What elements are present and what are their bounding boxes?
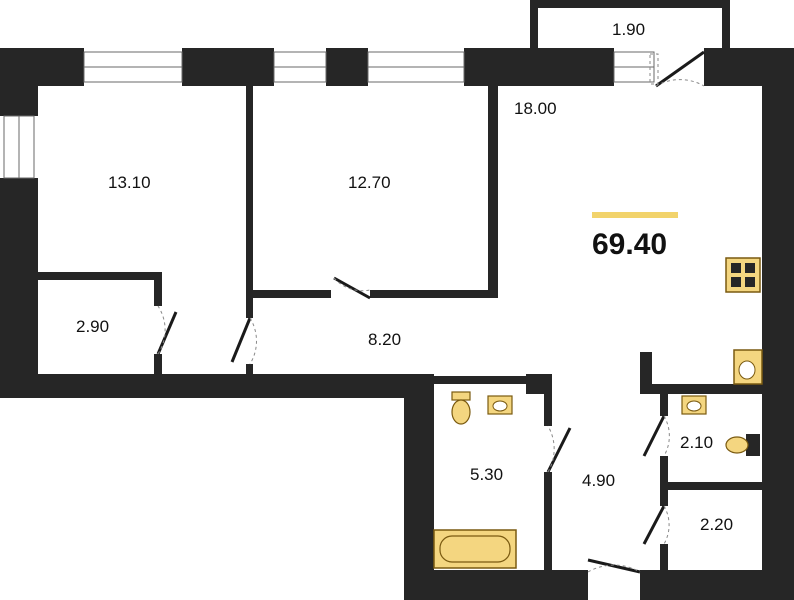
wall-top-pier-1: [182, 48, 274, 86]
partition-jamb-bottom: [246, 364, 253, 376]
room-area-bathroom: 5.30: [470, 465, 503, 484]
wall-bottom-left: [0, 374, 432, 398]
fixtures: [433, 257, 763, 569]
room-labels: 1.90 18.00 13.10 12.70 2.90 8.20 5.30 4.…: [76, 20, 733, 534]
balcony-wall-right: [722, 0, 730, 50]
room-area-bedroom-1: 13.10: [108, 173, 151, 192]
room-area-wc: 2.10: [680, 433, 713, 452]
room-area-closet: 2.90: [76, 317, 109, 336]
kitchen-sink-icon: [733, 349, 763, 385]
door-storage: [642, 505, 666, 545]
partitions: [38, 84, 764, 572]
balcony-wall-top: [530, 0, 730, 8]
door-swings: [157, 53, 705, 573]
wall-left-top: [0, 48, 38, 116]
door-corridor-left: [230, 317, 252, 363]
toilet-icon: [725, 434, 760, 456]
wall-bottom-2: [640, 570, 794, 600]
partition-closet-right-top: [154, 272, 162, 306]
door-bedroom2: [333, 276, 371, 300]
partition-wc-storage: [666, 482, 764, 490]
stove-icon: [725, 257, 761, 293]
partition-bathroom-right-bottom: [544, 472, 552, 572]
partition-bathroom-top-left: [432, 376, 526, 384]
room-area-living-kitchen: 18.00: [514, 99, 557, 118]
partition-bathroom-right-top: [544, 392, 552, 426]
toilet-icon: [451, 391, 471, 425]
room-area-storage: 2.20: [700, 515, 733, 534]
wall-top-right: [464, 48, 614, 86]
partition-storage-left-bottom: [660, 544, 668, 572]
door-wc: [642, 415, 666, 457]
partition-jamb: [246, 298, 253, 318]
washbasin-icon: [681, 395, 707, 415]
total-area-accent-bar: [592, 212, 678, 218]
total-area: 69.40: [592, 228, 667, 261]
partition-closet-right-bottom: [154, 354, 162, 376]
partition-bathroom-pier: [526, 374, 552, 394]
partition-wc-left-bottom: [660, 456, 668, 506]
windows: [3, 51, 655, 179]
wall-right: [762, 48, 794, 600]
partition-wc-top: [640, 384, 764, 394]
bathtub-icon: [433, 529, 517, 569]
door-entrance: [587, 558, 641, 574]
partition-bedrooms: [246, 84, 253, 300]
partition-bedroom2-bottom-left: [253, 290, 331, 298]
room-area-bedroom-2: 12.70: [348, 173, 391, 192]
partition-wc-left-top: [660, 392, 668, 416]
washbasin-icon: [487, 395, 513, 415]
balcony-wall-left: [530, 0, 538, 50]
wall-top-pier-2: [326, 48, 368, 86]
room-area-hall: 4.90: [582, 471, 615, 490]
door-balcony: [655, 50, 705, 88]
wall-left: [0, 178, 38, 398]
room-area-corridor: 8.20: [368, 330, 401, 349]
partition-bedroom2-right: [488, 84, 498, 298]
wall-bottom-1: [404, 570, 588, 600]
partition-wc-stub: [640, 352, 652, 388]
wall-lower-left: [404, 374, 434, 600]
room-area-balcony: 1.90: [612, 20, 645, 39]
partition-closet-top: [38, 272, 162, 280]
door-closet: [156, 311, 178, 355]
partition-bedroom2-bottom-right: [370, 290, 498, 298]
